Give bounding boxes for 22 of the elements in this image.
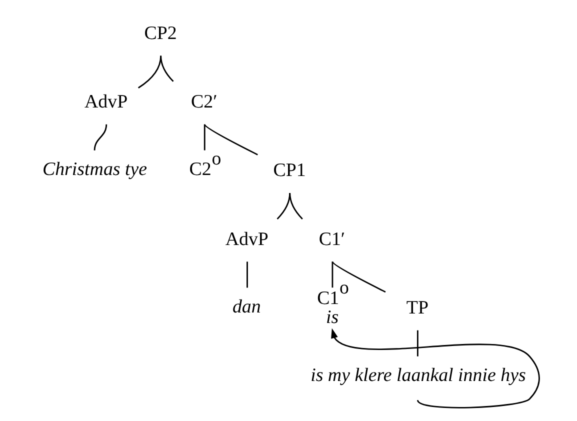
node-text: C1′ <box>318 228 346 250</box>
node-text: is my klere laankal innie hys <box>310 364 526 386</box>
connector <box>204 124 258 156</box>
node-text: C2′ <box>191 92 218 113</box>
node-text: AdvP <box>225 228 268 250</box>
node-text: dan <box>232 296 261 318</box>
arrow <box>331 328 540 408</box>
node-text: AdvP <box>84 92 128 113</box>
connector <box>332 261 386 293</box>
node-text: Christmas tye <box>42 159 148 180</box>
connector <box>246 262 248 288</box>
connector <box>276 192 291 220</box>
node-text: TP <box>406 298 429 319</box>
connector <box>94 124 108 150</box>
node-text: CP2 <box>144 22 177 44</box>
connector <box>138 56 162 88</box>
connector <box>332 262 334 288</box>
connector <box>204 124 206 150</box>
connector <box>416 330 418 356</box>
connector <box>289 192 303 220</box>
node-text: CP1 <box>273 160 306 182</box>
connector <box>160 56 174 82</box>
